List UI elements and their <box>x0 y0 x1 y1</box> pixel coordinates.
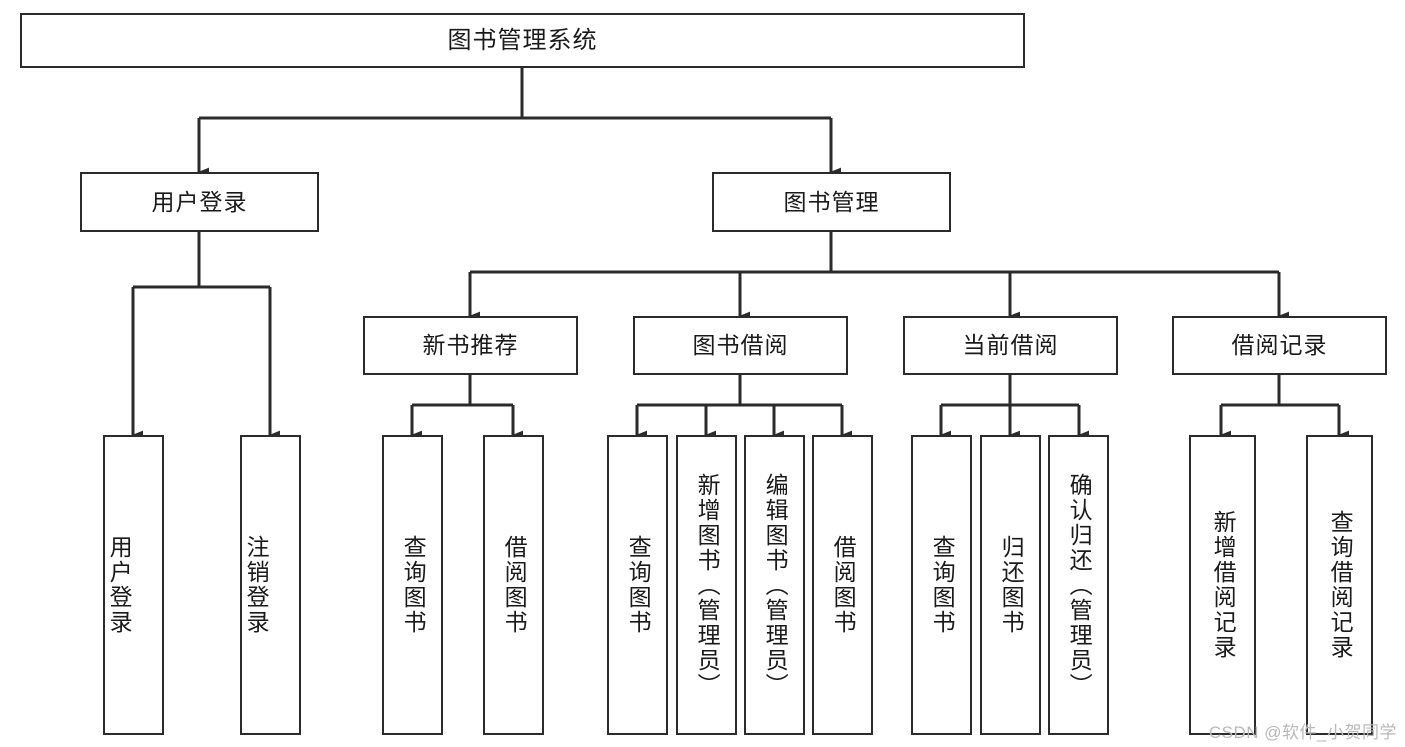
leaf-query-book-newbook[interactable]: 查询图书 <box>382 435 443 735</box>
node-user-login[interactable]: 用户登录 <box>80 172 319 232</box>
leaf-confirm-return-admin[interactable]: 确认归还（管理员） <box>1048 435 1109 735</box>
leaf-logout[interactable]: 注销登录 <box>240 435 301 735</box>
leaf-borrow-book[interactable]: 借阅图书 <box>812 435 873 735</box>
leaf-user-login[interactable]: 用户登录 <box>103 435 164 735</box>
leaf-add-book-admin[interactable]: 新增图书（管理员） <box>676 435 737 735</box>
leaf-return-book[interactable]: 归还图书 <box>980 435 1041 735</box>
node-book-borrow[interactable]: 图书借阅 <box>633 316 848 375</box>
node-book-management[interactable]: 图书管理 <box>712 172 951 232</box>
leaf-add-borrow-record[interactable]: 新增借阅记录 <box>1189 435 1256 735</box>
node-new-book-recommend[interactable]: 新书推荐 <box>363 316 578 375</box>
leaf-query-borrow-record[interactable]: 查询借阅记录 <box>1306 435 1373 735</box>
leaf-query-book-borrow[interactable]: 查询图书 <box>607 435 668 735</box>
leaf-edit-book-admin[interactable]: 编辑图书（管理员） <box>744 435 805 735</box>
leaf-borrow-book-newbook[interactable]: 借阅图书 <box>483 435 544 735</box>
node-borrow-record[interactable]: 借阅记录 <box>1172 316 1387 375</box>
watermark: CSDN @软件_小贺同学 <box>1208 723 1397 742</box>
leaf-query-book-current[interactable]: 查询图书 <box>911 435 972 735</box>
node-root-system[interactable]: 图书管理系统 <box>20 13 1025 68</box>
node-current-borrow[interactable]: 当前借阅 <box>903 316 1118 375</box>
